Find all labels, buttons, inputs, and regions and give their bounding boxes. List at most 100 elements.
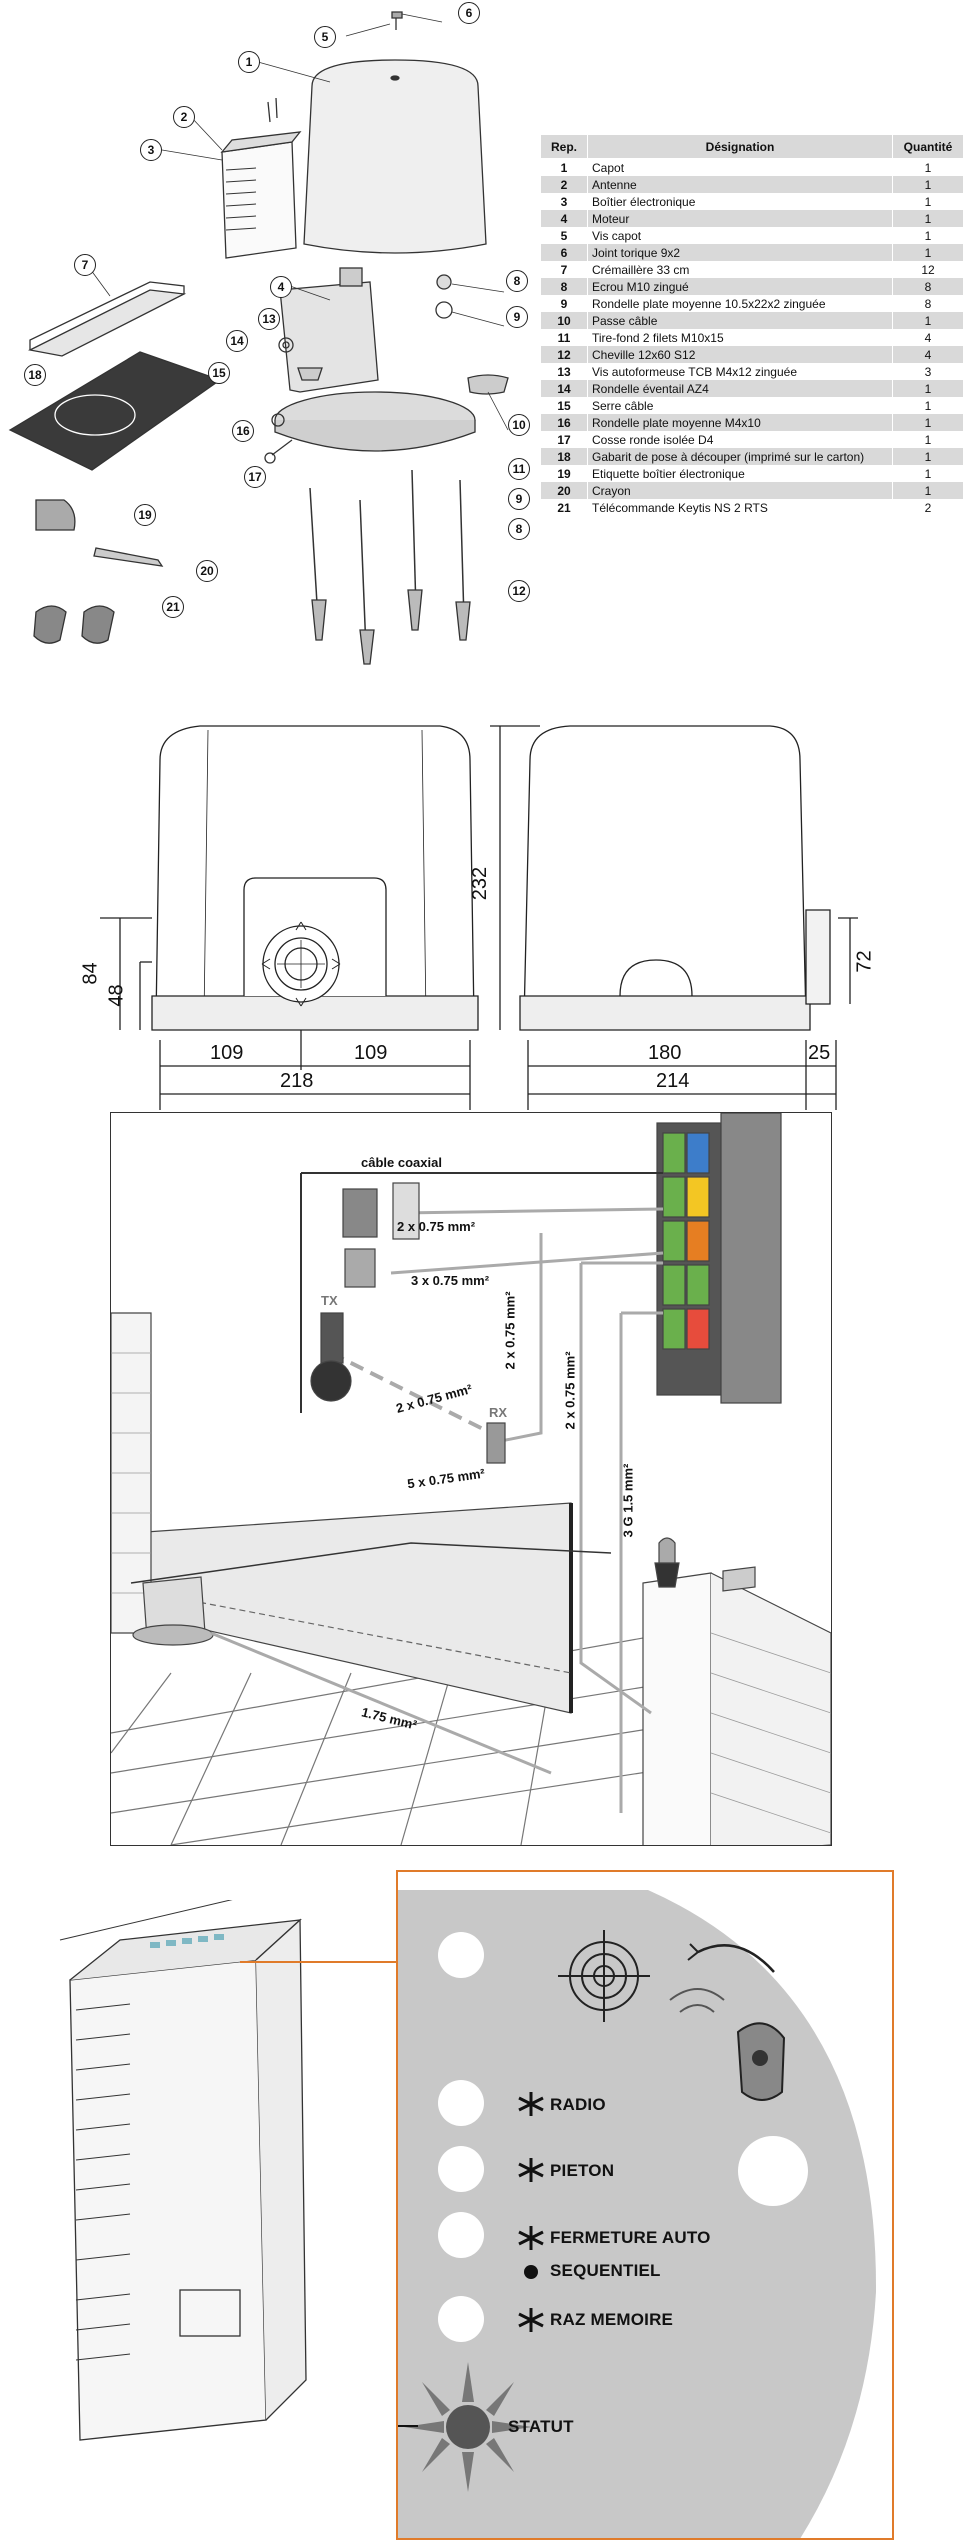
- callout-5: 5: [314, 26, 336, 48]
- cell-designation: Télécommande Keytis NS 2 RTS: [587, 499, 893, 516]
- cell-designation: Passe câble: [587, 312, 893, 329]
- cell-designation: Cosse ronde isolée D4: [587, 431, 893, 448]
- callout-7: 7: [74, 254, 96, 276]
- callout-12: 12: [508, 580, 530, 602]
- cell-rep: 17: [540, 431, 588, 448]
- callout-10: 10: [508, 414, 530, 436]
- cell-rep: 18: [540, 448, 588, 465]
- cell-rep: 5: [540, 227, 588, 244]
- cell-rep: 13: [540, 363, 588, 380]
- cell-rep: 19: [540, 465, 588, 482]
- electronic-box-section: RADIO PIETON FERMETURE AUTO SEQUENTIEL R…: [0, 1860, 976, 2540]
- cell-rep: 10: [540, 312, 588, 329]
- cell-designation: Rondelle plate moyenne 10.5x22x2 zinguée: [587, 295, 893, 312]
- callout-14: 14: [226, 330, 248, 352]
- callout-13: 13: [258, 308, 280, 330]
- cell-qty: 1: [892, 193, 964, 210]
- cell-rep: 14: [540, 380, 588, 397]
- wire-coax-label: câble coaxial: [361, 1155, 442, 1170]
- cell-qty: 1: [892, 380, 964, 397]
- cell-qty: 1: [892, 312, 964, 329]
- wire-label-3: 2 x 0.75 mm²: [502, 1291, 518, 1370]
- exploded-view-section: 1 2 3 4 5 6 7 8 9 10 11 12 13 14 15 16 1…: [0, 0, 976, 690]
- label-sequentiel: SEQUENTIEL: [550, 2261, 661, 2280]
- wiring-drawing: [111, 1113, 831, 1845]
- rx-label: RX: [489, 1405, 508, 1420]
- led-pieton: [438, 2146, 484, 2192]
- cell-qty: 1: [892, 482, 964, 499]
- cell-qty: 1: [892, 431, 964, 448]
- electronic-box-drawing: [59, 1900, 400, 2441]
- label-fermeture: FERMETURE AUTO: [550, 2228, 711, 2247]
- cell-qty: 3: [892, 363, 964, 380]
- cell-rep: 4: [540, 210, 588, 227]
- callout-1: 1: [238, 51, 260, 73]
- cell-designation: Rondelle plate moyenne M4x10: [587, 414, 893, 431]
- exploded-view-drawing: [8, 11, 509, 665]
- cell-rep: 16: [540, 414, 588, 431]
- callout-15: 15: [208, 362, 230, 384]
- dim-side-total: 214: [656, 1070, 690, 1092]
- cell-qty: 4: [892, 346, 964, 363]
- cell-designation: Vis autoformeuse TCB M4x12 zinguée: [587, 363, 893, 380]
- callout-16: 16: [232, 420, 254, 442]
- dim-front-low: 48: [105, 984, 128, 1007]
- cell-qty: 12: [892, 261, 964, 278]
- dim-side-bracket: 72: [853, 950, 876, 973]
- cell-rep: 3: [540, 193, 588, 210]
- col-rep: Rep.: [540, 134, 588, 159]
- label-statut: STATUT: [508, 2417, 574, 2436]
- tx-label: TX: [321, 1293, 338, 1308]
- col-designation: Désignation: [587, 134, 893, 159]
- cell-designation: Crayon: [587, 482, 893, 499]
- label-pieton: PIETON: [550, 2161, 615, 2180]
- dim-front-width: 218: [280, 1070, 314, 1092]
- cell-designation: Crémaillère 33 cm: [587, 261, 893, 278]
- led-panel-shape: [398, 1890, 877, 2538]
- cell-rep: 20: [540, 482, 588, 499]
- dim-side-offset: 25: [808, 1042, 831, 1064]
- dim-front-height: 232: [469, 866, 492, 901]
- cell-qty: 1: [892, 158, 964, 176]
- led-panel-zoom: RADIO PIETON FERMETURE AUTO SEQUENTIEL R…: [396, 1870, 894, 2540]
- label-raz: RAZ MEMOIRE: [550, 2310, 674, 2329]
- cell-qty: 2: [892, 499, 964, 516]
- callout-11: 11: [508, 458, 530, 480]
- cell-qty: 1: [892, 397, 964, 414]
- cell-qty: 8: [892, 278, 964, 295]
- cell-rep: 11: [540, 329, 588, 346]
- cell-designation: Cheville 12x60 S12: [587, 346, 893, 363]
- wiring-diagram: câble coaxial 2 x 0.75 mm² 3 x 0.75 mm² …: [110, 1112, 832, 1846]
- cell-rep: 15: [540, 397, 588, 414]
- callout-9b: 9: [508, 488, 530, 510]
- cell-designation: Gabarit de pose à découper (imprimé sur …: [587, 448, 893, 465]
- cell-qty: 1: [892, 414, 964, 431]
- button-large: [738, 2136, 808, 2206]
- callout-21: 21: [162, 596, 184, 618]
- cell-designation: Vis capot: [587, 227, 893, 244]
- cell-rep: 21: [540, 499, 588, 516]
- cell-qty: 8: [892, 295, 964, 312]
- cell-qty: 1: [892, 244, 964, 261]
- wire-label-6: 2 x 0.75 mm²: [562, 1351, 578, 1430]
- cell-qty: 1: [892, 465, 964, 482]
- callout-19: 19: [134, 504, 156, 526]
- callout-8: 8: [506, 270, 528, 292]
- cell-rep: 8: [540, 278, 588, 295]
- cell-rep: 12: [540, 346, 588, 363]
- cell-rep: 2: [540, 176, 588, 193]
